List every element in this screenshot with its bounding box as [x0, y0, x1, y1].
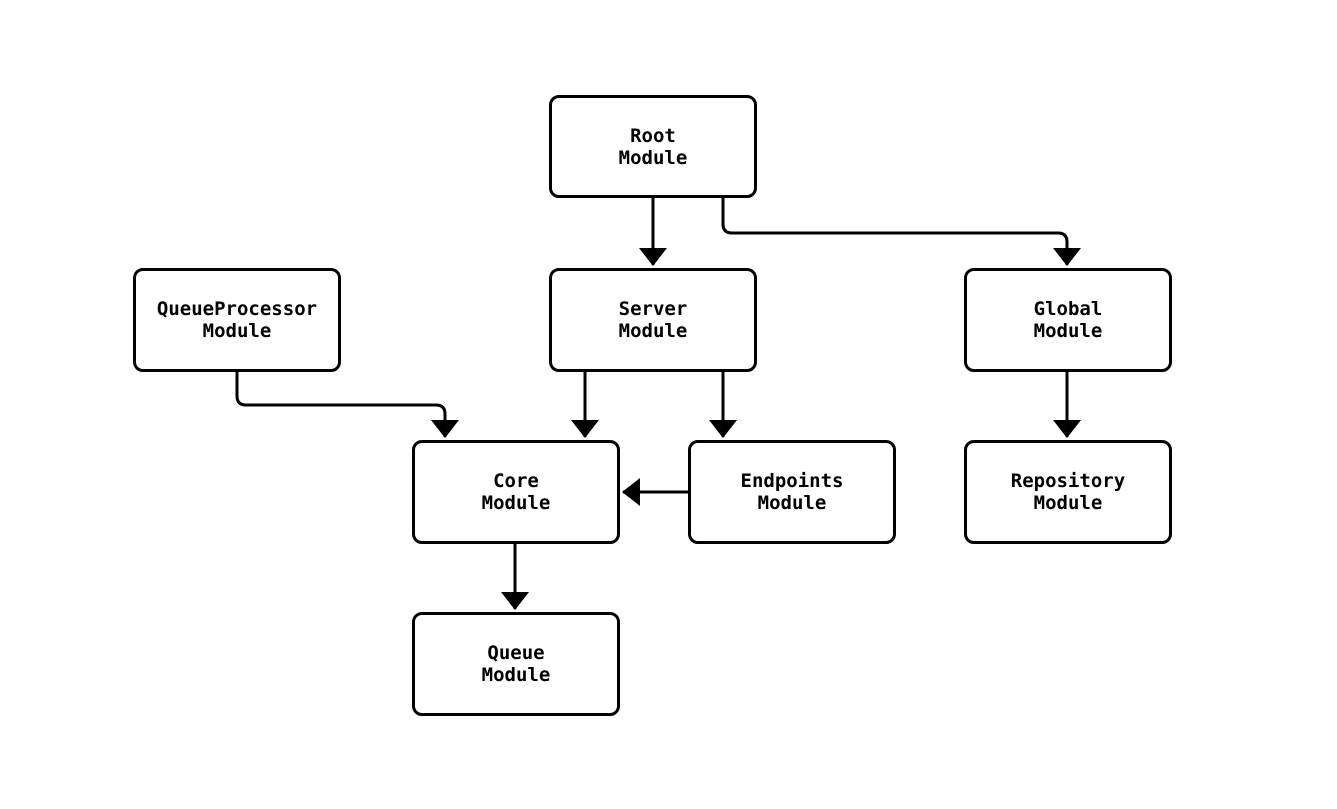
node-core-module-label: Core Module [481, 470, 551, 514]
node-endpoints-module-label: Endpoints Module [740, 470, 844, 514]
node-repository-module-label: Repository Module [1010, 470, 1126, 514]
node-server-module-label: Server Module [618, 298, 688, 342]
node-core-module: Core Module [412, 440, 620, 544]
node-queue-module-label: Queue Module [481, 642, 551, 686]
node-endpoints-module: Endpoints Module [688, 440, 896, 544]
node-global-module: Global Module [964, 268, 1172, 372]
node-repository-module: Repository Module [964, 440, 1172, 544]
node-queue-module: Queue Module [412, 612, 620, 716]
edge-root-to-global [721, 198, 1081, 266]
node-server-module: Server Module [549, 268, 757, 372]
node-root-module-label: Root Module [618, 124, 688, 169]
node-root-module: Root Module [549, 95, 757, 198]
edge-queueprocessor-to-core [235, 372, 459, 438]
node-queueprocessor-module: QueueProcessor Module [133, 268, 341, 372]
node-queueprocessor-module-label: QueueProcessor Module [156, 298, 318, 342]
node-global-module-label: Global Module [1033, 298, 1103, 342]
